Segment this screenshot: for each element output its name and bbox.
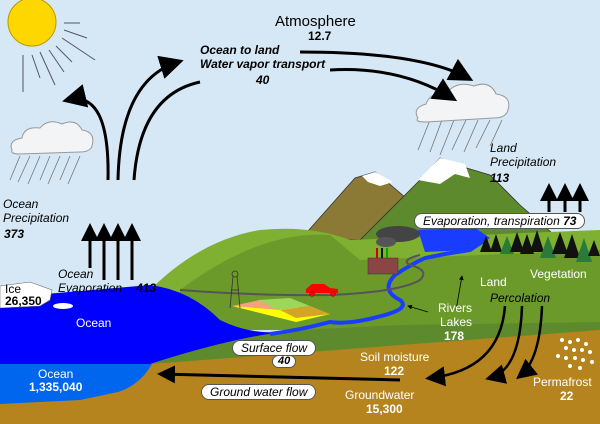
evapotranspiration-label: Evaporation, transpiration: [423, 214, 560, 228]
surface-flow-badge: Surface flow: [232, 340, 317, 356]
groundwater-label: Groundwater: [345, 388, 415, 402]
vegetation-label: Vegetation: [530, 267, 587, 281]
lake: [418, 228, 490, 252]
snow-cap-2: [418, 158, 470, 184]
ocean-to-land-label-2: Water vapor transport: [200, 57, 326, 71]
ocean-cloud-icon: [9, 121, 94, 185]
evaporation-arrows: [81, 223, 141, 280]
factory-icon: [367, 226, 420, 275]
ocean-to-land-value: 40: [256, 73, 270, 87]
ocean-storage-value: 1,335,040: [29, 380, 83, 394]
field-gold: [280, 306, 330, 318]
trees-icon: [480, 230, 600, 262]
permafrost-dots: [556, 338, 594, 370]
field-orange: [232, 300, 280, 310]
evapotranspiration-badge: Evaporation, transpiration 73: [414, 213, 586, 229]
ocean-evaporation-label-1: Ocean: [58, 267, 94, 281]
road: [179, 254, 425, 297]
snow-cap: [362, 172, 393, 186]
ice-label: Ice: [5, 282, 22, 296]
ground-water-flow-badge: Ground water flow: [201, 384, 317, 400]
transpiration-arrows: [540, 183, 589, 212]
car-icon: [306, 284, 338, 297]
ground-water-flow-arrow: [157, 365, 401, 384]
lakes-label: Lakes: [440, 315, 473, 329]
evapotranspiration-value: 73: [563, 214, 577, 228]
ocean-to-land-label-1: Ocean to land: [200, 43, 280, 57]
atmosphere-label: Atmosphere: [275, 13, 356, 30]
river: [269, 227, 489, 336]
rivers-label: Rivers: [438, 301, 473, 315]
ocean-storage: [0, 364, 152, 404]
ocean-surface: [0, 285, 285, 384]
sun-icon: [7, 0, 96, 92]
vapor-transport-arrows: [62, 50, 474, 181]
percolation-arrows: [425, 305, 544, 387]
ice-shelf: [0, 281, 53, 309]
land-percolation-label-2: Percolation: [490, 291, 551, 305]
groundwater-value: 15,300: [366, 402, 403, 416]
windmill-icon: [229, 270, 241, 309]
ocean-precipitation-label-1: Ocean: [3, 197, 39, 211]
surface-flow-value: 40: [272, 355, 297, 368]
ocean-precipitation-label-2: Precipitation: [3, 211, 70, 225]
land-precipitation-label-1: Land: [490, 141, 517, 155]
rivers-lakes-value: 178: [444, 329, 465, 343]
soil-moisture-label: Soil moisture: [360, 350, 430, 364]
land-precipitation-label-2: Precipitation: [490, 155, 557, 169]
atmosphere-value: 12.7: [308, 29, 332, 43]
ocean-surface-label: Ocean: [76, 316, 112, 330]
ice-floe: [53, 303, 73, 309]
permafrost-label: Permafrost: [533, 375, 592, 389]
ocean-precipitation-value: 373: [4, 227, 25, 241]
soil-moisture-value: 122: [384, 364, 405, 378]
ice-value: 26,350: [5, 294, 42, 308]
land-percolation-label-1: Land: [480, 275, 507, 289]
permafrost-value: 22: [560, 389, 574, 403]
land-precipitation-value: 113: [490, 171, 510, 185]
land-cloud-icon: [415, 83, 510, 156]
ocean-evaporation-label-2: Evaporation: [58, 281, 123, 295]
ocean-evaporation-value: 413: [136, 281, 157, 295]
field-green: [258, 298, 310, 310]
rivers-pointer-lines: [407, 275, 464, 313]
ocean-storage-label: Ocean: [38, 367, 74, 381]
